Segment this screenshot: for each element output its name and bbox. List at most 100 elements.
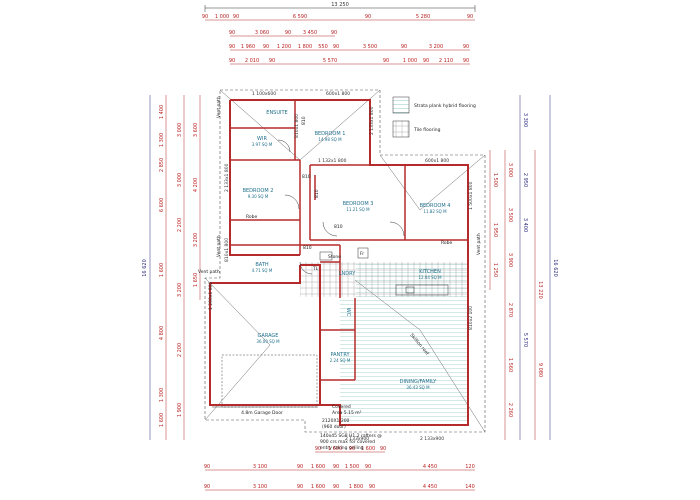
- sink-icon: [405, 286, 415, 294]
- room-pantry: PANTRY: [330, 352, 350, 358]
- room-ensuite: ENSUITE: [266, 110, 287, 116]
- dim-right4-2: 1 950: [492, 223, 498, 237]
- dim-top3-7: 90: [333, 44, 339, 50]
- dim-top4-4: 5 570: [323, 58, 337, 64]
- dim-bot3-6: 1 800: [349, 484, 363, 490]
- room-pantry-area: 2.24 SQ M: [330, 358, 351, 363]
- dim-bot2-4: 1 600: [311, 464, 325, 470]
- dim-left2-4: 3 200: [177, 283, 183, 297]
- stone-label: Stone: [328, 254, 341, 260]
- dim-bot1-5: 90: [380, 446, 386, 452]
- dim-top3-6: 550: [318, 44, 328, 50]
- fridge-label: Fr: [360, 251, 364, 257]
- dim-left3-1: 3 600: [193, 123, 199, 137]
- dim-bot3-7: 90: [369, 484, 375, 490]
- dim-left1-7: 1 300: [159, 388, 165, 402]
- dim-top3-2: 1 960: [241, 44, 255, 50]
- dim-top3-10: 3 200: [429, 44, 443, 50]
- window-6: 2 133x900: [420, 436, 444, 442]
- window-4: 600x1 800: [425, 158, 449, 164]
- legend-tile-label: Tile flooring: [413, 127, 441, 133]
- flooring-legend: Strata plank hybrid flooring Tile floori…: [392, 96, 476, 138]
- dim-bot2-6: 1 500: [345, 464, 359, 470]
- dim-top4-2: 2 010: [245, 58, 259, 64]
- window-5: 2 133x900: [345, 436, 369, 442]
- external-walls: [209, 99, 469, 426]
- room-bed4-area: 11.82 SQ M: [423, 209, 447, 214]
- dim-top3-1: 90: [229, 44, 235, 50]
- dim-top-2: 1 000: [215, 14, 229, 20]
- covered-label: Covered: [332, 404, 351, 410]
- rafters-note-2: 900 crs max for covered: [320, 439, 375, 445]
- dim-right2-6: 2 260: [507, 403, 513, 417]
- dim-top-4: 6 590: [293, 14, 307, 20]
- dim-left1-5: 1 600: [159, 263, 165, 277]
- dim-top3-11: 90: [463, 44, 469, 50]
- dim-right2-3: 3 900: [507, 253, 513, 267]
- dim-left1-8: 1 600: [159, 413, 165, 427]
- dim-top-7: 90: [467, 14, 473, 20]
- dim-top4-7: 90: [423, 58, 429, 64]
- tile-swatch: [392, 120, 410, 138]
- dim-right2-5: 1 560: [507, 358, 513, 372]
- dim-bot3-1: 90: [204, 484, 210, 490]
- dim-top2-3: 90: [285, 30, 291, 36]
- room-garage-area: 36.00 SQ M: [256, 339, 280, 344]
- door-810-b: 810: [334, 224, 343, 230]
- robe-label-2: Robe: [441, 240, 453, 246]
- dim-bot1-2: 1 600: [328, 446, 342, 452]
- dim-right3-2: 9 080: [537, 363, 543, 377]
- room-wir: WIR: [257, 136, 267, 142]
- dim-left2-2: 3 000: [177, 173, 183, 187]
- dim-top-3: 90: [233, 14, 239, 20]
- dim-top4-1: 90: [229, 58, 235, 64]
- dim-right3-1: 13 220: [537, 281, 543, 299]
- dim-left2-6: 1 900: [177, 403, 183, 417]
- door-note-label: (960 door): [322, 424, 346, 430]
- covered-area-label: Area 5.15 m²: [332, 410, 362, 416]
- room-lndry: LNDRY: [339, 271, 357, 277]
- dim-bot2-2: 3 100: [253, 464, 267, 470]
- room-labels: ENSUITE WIR 3.97 SQ M BEDROOM 1 14.98 SQ…: [243, 110, 451, 390]
- dim-right1-2: 2 950: [522, 173, 528, 187]
- right-overall-dim: 16 620: [552, 259, 558, 277]
- window-11: 1 500x1 800: [468, 181, 474, 210]
- room-bath-area: 4.71 SQ M: [252, 268, 273, 273]
- tl-label: TL: [312, 266, 319, 272]
- dim-right1-4: 5 570: [522, 333, 528, 347]
- room-kitchen-area: 12.04 SQ M: [418, 275, 442, 280]
- room-dining-area: 36.43 SQ M: [406, 385, 430, 390]
- kitchen-island: [395, 284, 449, 296]
- dim-bot2-3: 90: [297, 464, 303, 470]
- dim-bot2-1: 90: [204, 464, 210, 470]
- dim-bot3-3: 90: [297, 484, 303, 490]
- vent-path-2: Vent path: [216, 235, 222, 257]
- top-dimensions: 13 250 90 1 000 90 6 590 90 5 280 90 90 …: [202, 2, 476, 65]
- window-9: 810x1 800: [294, 114, 300, 138]
- dim-left3-2: 4 200: [193, 178, 199, 192]
- dim-left1-4: 6 600: [159, 198, 165, 212]
- dim-bot1-4: 1 600: [361, 446, 375, 452]
- dim-bot2-7: 90: [365, 464, 371, 470]
- rafters-note-1: 140x45 SG8 H1.2 rafters @: [320, 433, 382, 439]
- door-size-label: 2120X1 200: [322, 418, 350, 424]
- stone-bench: [319, 251, 333, 261]
- dim-bot3-5: 90: [333, 484, 339, 490]
- window-13: 810x2 100: [468, 306, 474, 330]
- dim-bot3-9: 140: [465, 484, 475, 490]
- window-12: 810x1 800: [224, 238, 230, 262]
- window-labels: 1 100x600 600x1 800 2 133x1 800 600x1 80…: [208, 91, 474, 442]
- window-3: 2 133x1 800: [369, 106, 375, 135]
- dim-left1-6: 4 800: [159, 326, 165, 340]
- dim-top2-4: 3 450: [303, 30, 317, 36]
- garage-car-space: [221, 354, 318, 408]
- dim-top-5: 90: [365, 14, 371, 20]
- dim-top3-8: 3 500: [363, 44, 377, 50]
- overall-width-dim: 13 250: [331, 2, 349, 8]
- dim-top4-9: 90: [463, 58, 469, 64]
- room-garage: GARAGE: [258, 333, 279, 339]
- dim-right1-1: 3 300: [522, 113, 528, 127]
- right-dimensions: 16 620 3 300 2 950 3 400 5 570 3 000 3 5…: [489, 95, 558, 440]
- rafters-note-3: entry raking ceiling: [320, 445, 364, 451]
- room-bed4: BEDROOM 4: [420, 203, 451, 209]
